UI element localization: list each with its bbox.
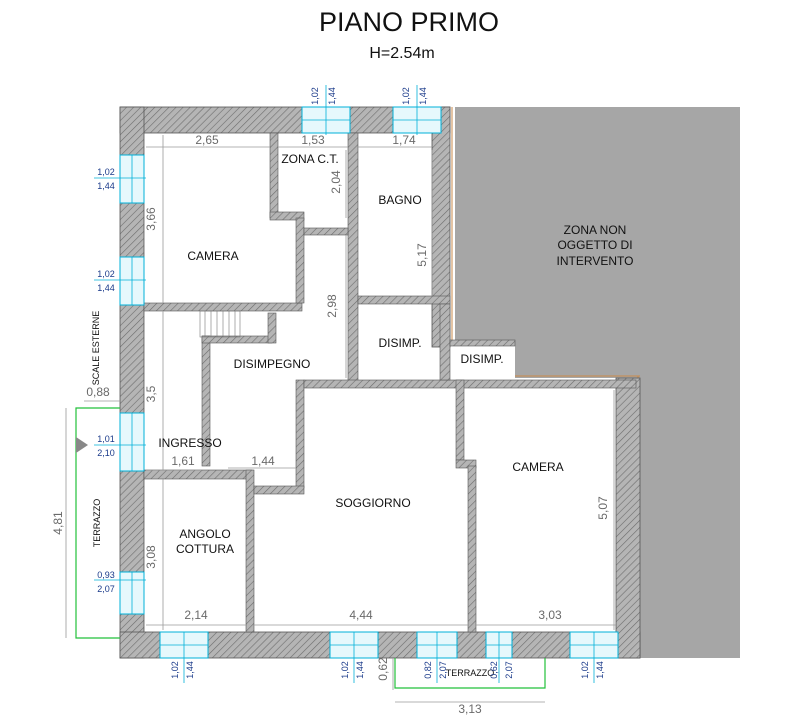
dim-camera2-width: 3,03 — [538, 608, 562, 622]
dim-bagno-width: 1,74 — [392, 133, 416, 147]
door-left-2-width: 0,93 — [97, 570, 115, 580]
win-bottom-1-width: 1,02 — [170, 661, 180, 679]
opening-ticks — [94, 85, 618, 683]
room-label-cottura: COTTURA — [176, 542, 234, 556]
dimension-lines — [65, 135, 616, 703]
win-left-1-width: 1,02 — [97, 167, 115, 177]
door-bottom-2-height: 2,07 — [504, 661, 514, 679]
room-label-soggiorno: SOGGIORNO — [335, 496, 410, 510]
dim-camera-height: 3,66 — [144, 207, 158, 231]
win-bottom-3-width: 1,02 — [580, 661, 590, 679]
room-label-camera-2: CAMERA — [512, 460, 563, 474]
win-left-2-height: 1,44 — [97, 283, 115, 293]
dim-camera2-height: 5,07 — [596, 496, 610, 520]
zone-label-line-2: OGGETTO DI — [557, 238, 632, 252]
non-intervention-zone — [455, 107, 740, 658]
dim-disimpegno-height: 2,98 — [325, 294, 339, 318]
dim-scale-width: 0,88 — [86, 385, 110, 399]
terrace-bottom-outline — [394, 658, 546, 689]
win-bottom-2-width: 1,02 — [340, 661, 350, 679]
dim-ingresso-height: 3,5 — [144, 385, 158, 402]
win-bottom-2-height: 1,44 — [355, 661, 365, 679]
dim-angolo-height: 3,08 — [144, 545, 158, 569]
dim-terrazzo-height: 4,81 — [51, 511, 65, 535]
door-left-2-height: 2,07 — [97, 584, 115, 594]
win-left-1-height: 1,44 — [97, 181, 115, 191]
door-left-width: 1,01 — [97, 434, 115, 444]
entry-arrow-icon — [76, 437, 88, 453]
win-top-1-height: 1,44 — [327, 87, 337, 105]
dim-bottom-wall: 0,62 — [376, 657, 390, 681]
room-label-disimp-2: DISIMP. — [460, 352, 503, 366]
room-label-zona-ct: ZONA C.T. — [281, 152, 338, 166]
win-top-2-height: 1,44 — [418, 87, 428, 105]
dim-zona-ct-width: 1,53 — [301, 133, 325, 147]
label-terrazzo-left: TERRAZZO — [92, 499, 102, 548]
dim-soggiorno-width: 4,44 — [349, 608, 373, 622]
win-top-2-width: 1,02 — [401, 87, 411, 105]
interior-walls — [143, 132, 637, 633]
win-bottom-3-height: 1,44 — [595, 661, 605, 679]
stair-steps — [199, 310, 241, 338]
door-left-height: 2,10 — [97, 448, 115, 458]
room-label-disimpegno: DISIMPEGNO — [234, 357, 311, 371]
room-label-disimp: DISIMP. — [378, 336, 421, 350]
room-label-ingresso: INGRESSO — [158, 436, 221, 450]
dim-ingresso-w2: 1,44 — [251, 454, 275, 468]
dim-camera-width: 2,65 — [195, 133, 219, 147]
zone-label-line-3: INTERVENTO — [557, 254, 634, 268]
door-bottom-2-width: 0,62 — [489, 661, 499, 679]
zone-label-line-1: ZONA NON — [564, 223, 627, 237]
door-bottom-1-width: 0,82 — [423, 661, 433, 679]
dim-terrazzo-width: 3,13 — [458, 702, 482, 716]
win-left-2-width: 1,02 — [97, 269, 115, 279]
terrace-left-outline — [75, 407, 120, 639]
dim-zona-ct-height: 2,04 — [329, 170, 343, 194]
room-label-bagno: BAGNO — [378, 193, 421, 207]
dim-angolo-width: 2,14 — [184, 608, 208, 622]
label-scale-esterne: SCALE ESTERNE — [91, 311, 101, 386]
dim-ingresso-w1: 1,61 — [171, 454, 195, 468]
plan-subtitle: H=2.54m — [369, 45, 434, 62]
room-label-angolo: ANGOLO — [179, 527, 230, 541]
plan-title: PIANO PRIMO — [319, 7, 499, 37]
room-label-camera: CAMERA — [187, 249, 238, 263]
door-bottom-1-height: 2,07 — [438, 661, 448, 679]
win-bottom-1-height: 1,44 — [185, 661, 195, 679]
win-top-1-width: 1,02 — [310, 87, 320, 105]
dim-bagno-height: 5,17 — [415, 243, 429, 267]
label-terrazzo-bottom: TERRAZZO — [446, 668, 495, 678]
